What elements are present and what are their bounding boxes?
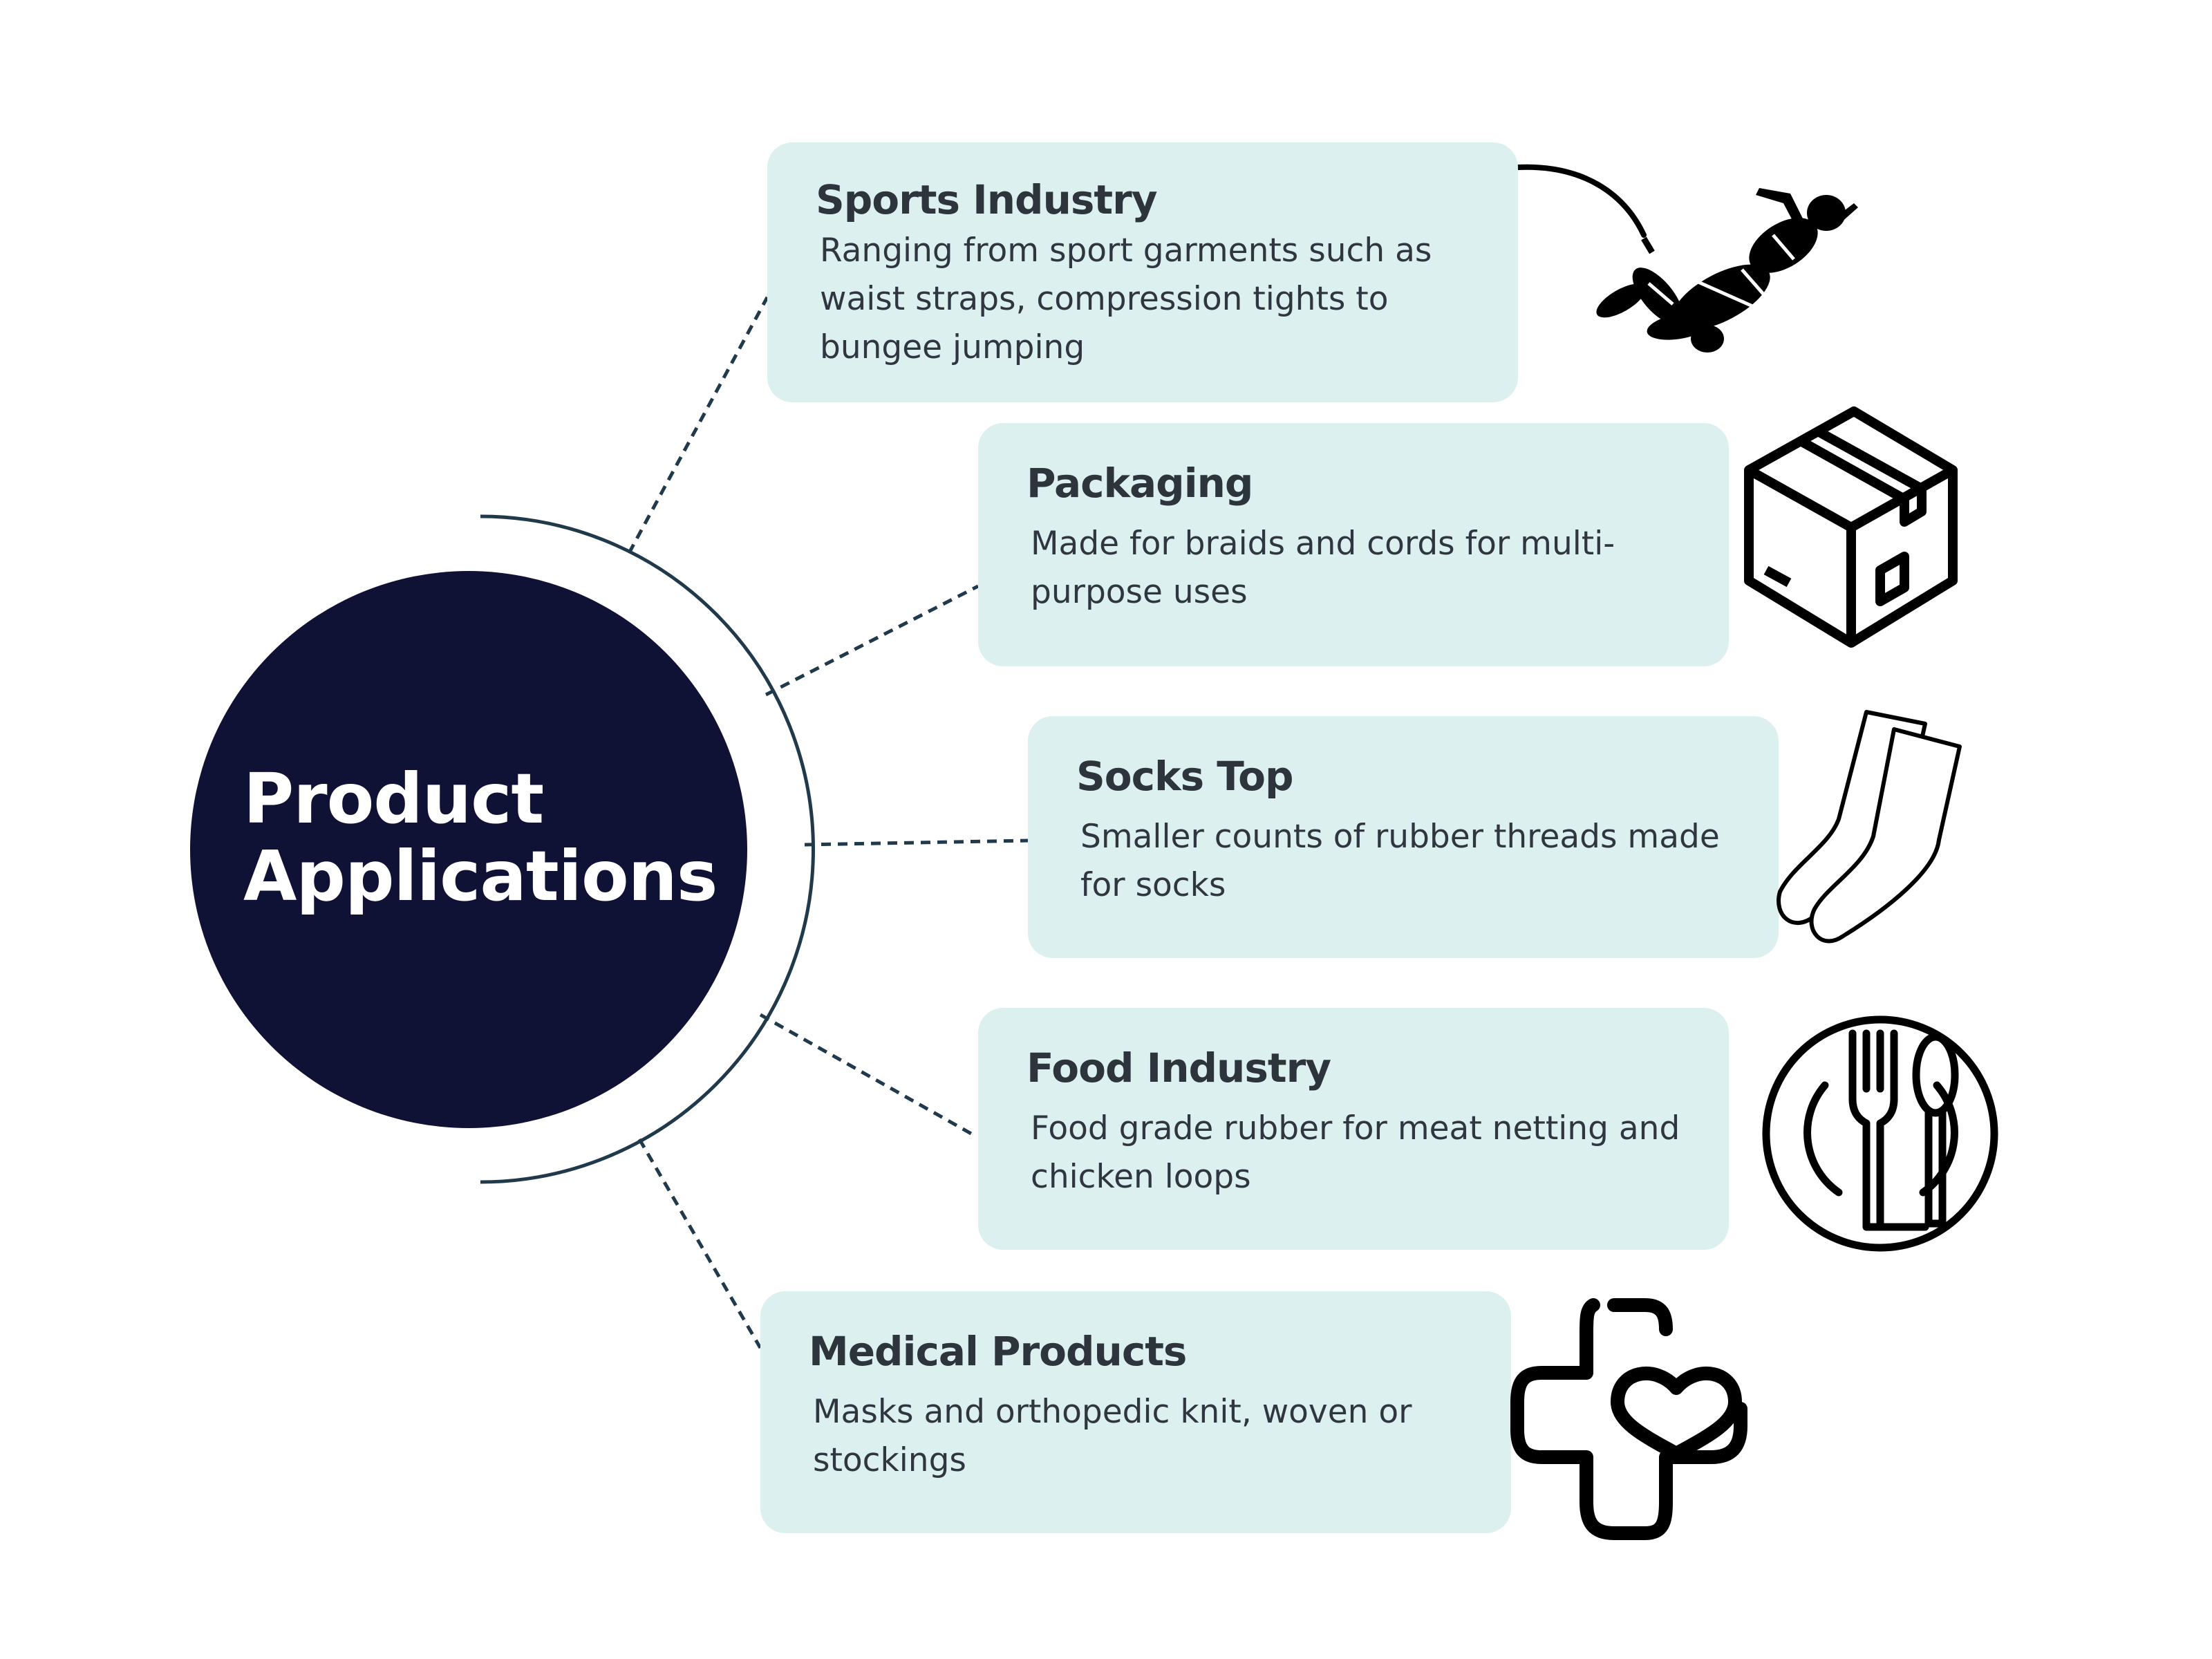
bungee-jumper-icon bbox=[1596, 188, 1858, 353]
bungee-cord bbox=[1515, 164, 1647, 238]
card-title: Medical Products bbox=[809, 1328, 1187, 1375]
card-sports-industry: Sports Industry Ranging from sport garme… bbox=[767, 142, 1518, 402]
card-packaging: Packaging Made for braids and cords for … bbox=[978, 423, 1729, 666]
socks-icon bbox=[1777, 710, 1962, 944]
card-description: Ranging from sport garments such as wais… bbox=[820, 232, 1432, 366]
hub-circle bbox=[190, 571, 747, 1128]
connector-socks bbox=[804, 838, 1029, 847]
medical-cross-heart-icon bbox=[1510, 1298, 1747, 1540]
card-medical-products: Medical Products Masks and orthopedic kn… bbox=[760, 1291, 1511, 1533]
connector-packaging bbox=[765, 584, 980, 697]
connector-sports bbox=[627, 296, 769, 554]
card-description: Smaller counts of rubber threads made fo… bbox=[1080, 818, 1720, 904]
hub-title-line-1: Product bbox=[243, 758, 544, 839]
card-description: Made for braids and cords for multi-purp… bbox=[1031, 525, 1615, 611]
hub-title-line-2: Applications bbox=[243, 836, 718, 917]
card-description: Food grade rubber for meat netting and c… bbox=[1031, 1109, 1680, 1196]
card-title: Socks Top bbox=[1076, 753, 1294, 800]
card-title: Sports Industry bbox=[816, 176, 1158, 223]
card-title: Packaging bbox=[1027, 460, 1253, 507]
card-description: Masks and orthopedic knit, woven or stoc… bbox=[813, 1393, 1412, 1479]
package-box-icon bbox=[1744, 406, 1958, 648]
connector-food bbox=[759, 1013, 973, 1136]
card-title: Food Industry bbox=[1027, 1044, 1331, 1091]
card-food-industry: Food Industry Food grade rubber for meat… bbox=[978, 1008, 1729, 1250]
connector-medical bbox=[637, 1138, 762, 1349]
card-socks-top: Socks Top Smaller counts of rubber threa… bbox=[1028, 716, 1779, 958]
plate-fork-spoon-icon bbox=[1762, 1015, 1998, 1252]
